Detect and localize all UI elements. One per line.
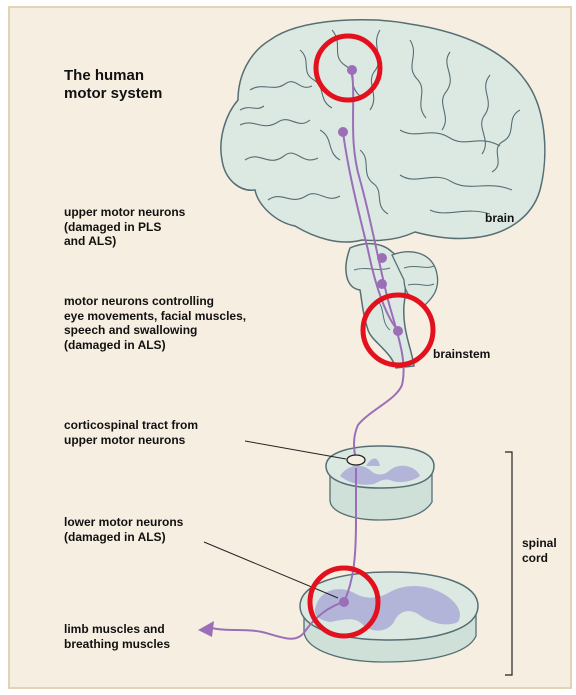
upper-motor-neuron-body	[338, 127, 348, 137]
corticospinal-tract-label: corticospinal tract from upper motor neu…	[64, 418, 198, 447]
brain-label: brain	[485, 211, 514, 226]
spinal-cord-bracket	[505, 452, 512, 675]
brainstem-neuron-body	[377, 279, 387, 289]
lower-motor-neuron-body	[339, 597, 349, 607]
brain-illustration	[221, 20, 545, 242]
spinal-cord-label: spinal cord	[522, 536, 557, 565]
limb-muscles-label: limb muscles and breathing muscles	[64, 622, 170, 651]
brainstem-neuron-body	[377, 253, 387, 263]
diagram-title: The human motor system	[64, 67, 162, 103]
limb-arrowhead	[198, 621, 214, 637]
brainstem-motor-neurons-label: motor neurons controlling eye movements,…	[64, 294, 246, 352]
lower-motor-neurons-label: lower motor neurons (damaged in ALS)	[64, 515, 183, 544]
corticospinal-leader-line	[245, 441, 346, 459]
brainstem-neuron-body	[393, 326, 403, 336]
spinal-cord-lower-section	[300, 572, 478, 662]
brainstem-label: brainstem	[433, 347, 490, 362]
spinal-cord-upper-section	[326, 446, 434, 520]
upper-motor-neurons-label: upper motor neurons (damaged in PLS and …	[64, 205, 185, 249]
lower-motor-leader-line	[204, 542, 338, 598]
upper-motor-neuron-body	[347, 65, 357, 75]
corticospinal-tract-marker	[347, 455, 365, 465]
